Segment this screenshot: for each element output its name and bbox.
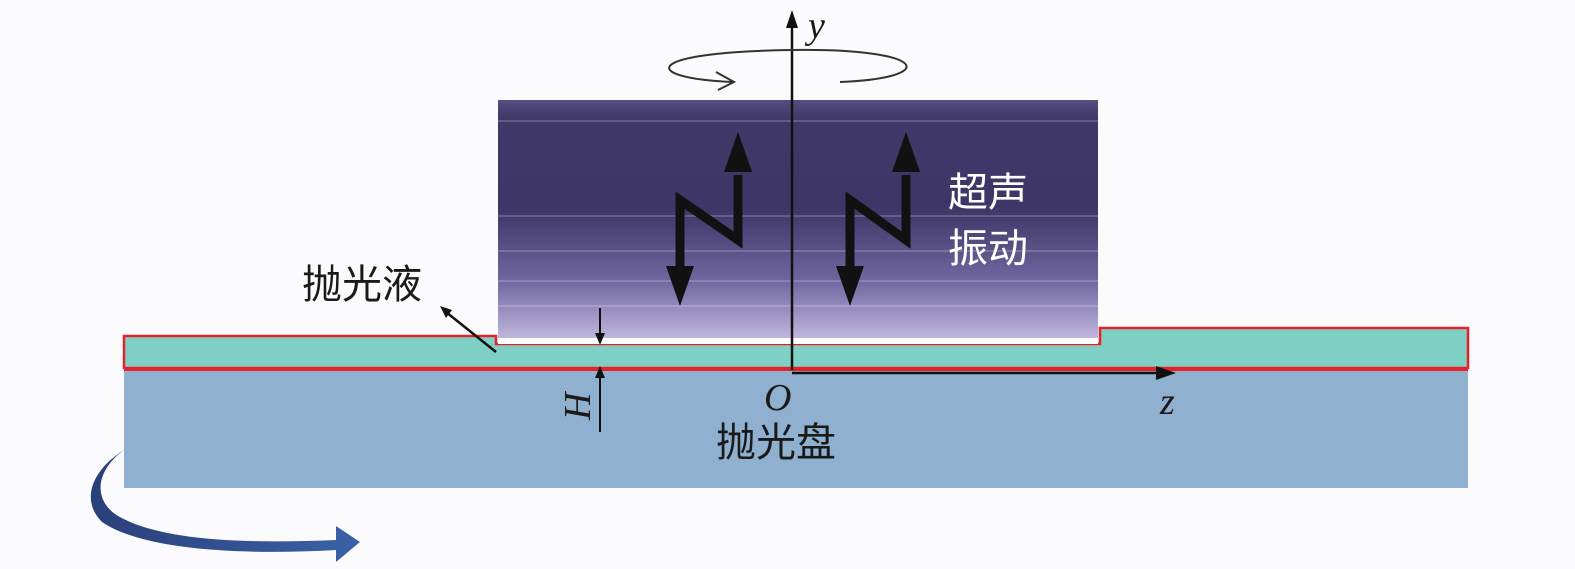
polishing-fluid-label: 抛光液: [302, 262, 422, 308]
vibration-arrow-left-down-head: [666, 266, 694, 306]
vibration-arrow-right-up-head: [892, 132, 920, 172]
vibration-arrow-right: [845, 175, 911, 268]
workpiece: [498, 100, 1098, 340]
y-axis-label: y: [804, 5, 825, 47]
vibration-arrow-left: [675, 175, 743, 268]
rotation-ellipse-icon: [668, 48, 908, 83]
origin-label: O: [764, 377, 791, 419]
rotation-ellipse-arrowhead: [715, 71, 737, 91]
vibration-arrow-right-down-head: [836, 266, 864, 306]
y-axis-arrowhead: [786, 10, 798, 28]
polishing-pad-label: 抛光盘: [716, 420, 836, 466]
polishing-pad: [124, 368, 1468, 488]
ultrasonic-label-line1: 超声: [948, 170, 1028, 216]
fluid-leader-arrowhead: [440, 306, 452, 318]
gap-marker-upper-head: [595, 333, 605, 345]
workpiece-bottom-gap: [498, 338, 1098, 344]
z-axis-label: z: [1159, 381, 1175, 423]
ultrasonic-label-line2: 振动: [948, 226, 1028, 272]
pad-rotation-arrow-icon: [90, 450, 361, 562]
gap-height-label: H: [557, 390, 599, 421]
polishing-fluid-layer: [122, 326, 1470, 370]
z-axis-arrowhead: [1156, 366, 1176, 380]
workpiece-bands: [498, 120, 1098, 307]
gap-marker-lower-head: [595, 366, 605, 378]
fluid-leader-line: [445, 311, 497, 353]
vibration-arrow-left-up-head: [724, 132, 752, 172]
